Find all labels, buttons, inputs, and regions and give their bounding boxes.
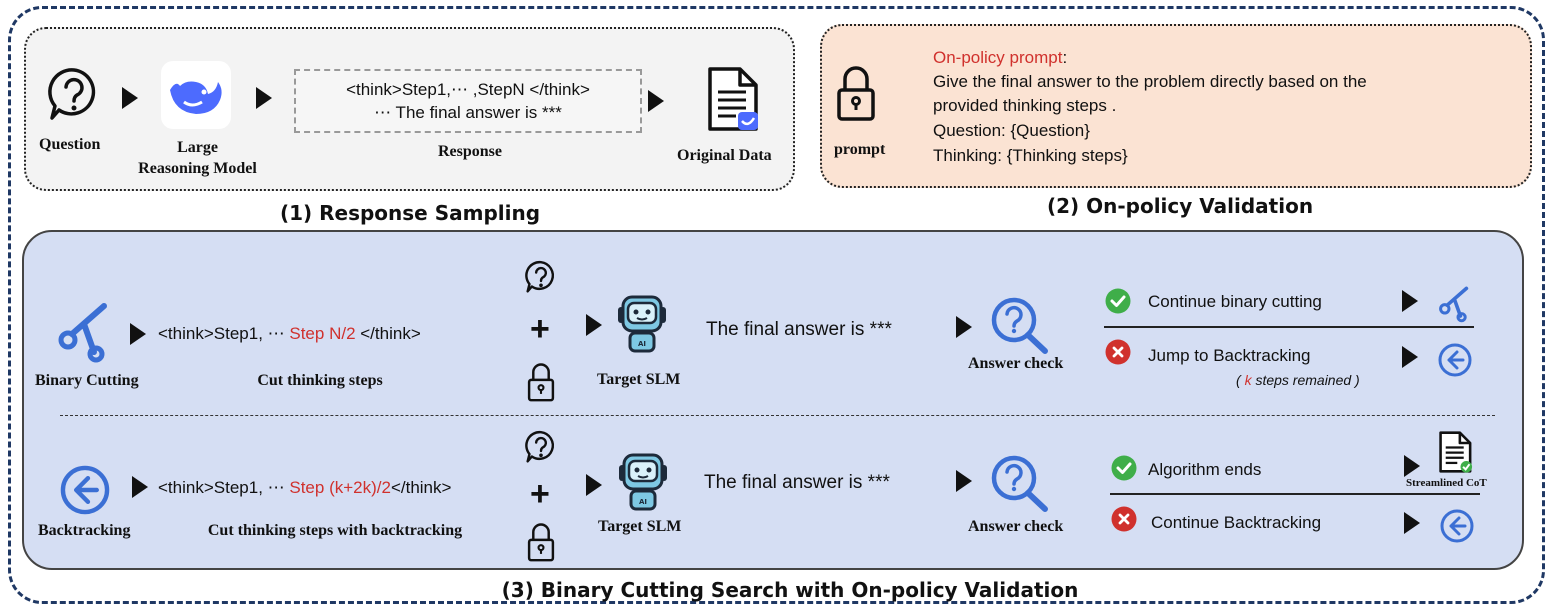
row2-steps-prefix: <think>Step1, ⋯ — [158, 478, 290, 497]
row2-arrow-2 — [586, 474, 602, 496]
row2-magnifier-icon — [991, 455, 1048, 512]
row2-check-label: Answer check — [968, 518, 1064, 535]
binary-cutting-search-caption: (3) Binary Cutting Search with On-policy… — [501, 578, 1079, 602]
row1-check-icon — [1105, 288, 1131, 314]
on-policy-validation-panel — [820, 24, 1532, 188]
row1-check-label: Answer check — [968, 355, 1064, 372]
prompt-title: On-policy prompt — [933, 48, 1063, 67]
binary-cutting-label: Binary Cutting — [35, 372, 139, 389]
question-label: Question — [39, 136, 101, 153]
row2-success-text: Algorithm ends — [1148, 460, 1262, 479]
backtracking-icon — [60, 465, 110, 515]
lrm-label-line2: Reasoning Model — [138, 160, 257, 177]
row2-steps: <think>Step1, ⋯ Step (k+2k)/2</think> — [158, 478, 451, 498]
row1-steps-highlight: Step N/2 — [289, 324, 356, 343]
row2-arrow-1 — [132, 476, 148, 498]
svg-text:AI: AI — [639, 498, 647, 506]
row-divider — [60, 415, 1495, 416]
row1-plus: + — [530, 310, 550, 348]
response-sampling-caption: (1) Response Sampling — [279, 201, 541, 225]
on-policy-validation-caption: (2) On-policy Validation — [1046, 194, 1314, 218]
arrow-2 — [256, 87, 272, 109]
row2-fail-text: Continue Backtracking — [1151, 513, 1322, 532]
prompt-line1: Give the final answer to the problem dir… — [933, 72, 1367, 91]
row2-arrow-3 — [956, 470, 972, 492]
row1-robot-icon: AI — [618, 295, 666, 353]
row1-question-icon — [525, 260, 554, 293]
row1-note: ( k steps remained ) — [1236, 372, 1360, 388]
row2-check-icon — [1111, 455, 1137, 481]
row2-steps-label: Cut thinking steps with backtracking — [207, 522, 463, 539]
row1-separator — [1104, 326, 1474, 328]
row1-back-arrow-icon — [1438, 343, 1472, 377]
prompt-line3: Question: {Question} — [933, 121, 1090, 140]
arrow-3 — [648, 90, 664, 112]
row1-cross-icon — [1105, 339, 1131, 365]
row1-arrow-3 — [956, 316, 972, 338]
outer-frame — [8, 6, 1545, 604]
response-label: Response — [437, 143, 502, 160]
lock-icon — [837, 66, 875, 121]
row2-robot-icon: AI — [619, 453, 667, 511]
row1-magnifier-icon — [991, 297, 1048, 354]
prompt-line2: provided thinking steps . — [933, 96, 1117, 115]
response-line1: <think>Step1,⋯ ,StepN </think> — [346, 80, 590, 99]
row2-plus: + — [530, 475, 550, 513]
row2-separator — [1110, 493, 1480, 495]
row1-success-text: Continue binary cutting — [1148, 292, 1322, 311]
row2-lock-icon — [527, 523, 555, 562]
response-sampling-panel — [24, 27, 795, 191]
svg-text:AI: AI — [638, 340, 646, 348]
original-data-label: Original Data — [677, 147, 772, 164]
row2-cross-icon — [1111, 506, 1137, 532]
row1-arrow-2 — [586, 314, 602, 336]
row1-slm-label: Target SLM — [597, 371, 681, 388]
row2-back-arrow-icon — [1440, 509, 1474, 543]
response-box — [294, 69, 642, 133]
row1-note-rest: steps remained ) — [1251, 372, 1360, 388]
row2-fail-arrow — [1404, 512, 1420, 534]
row1-steps: <think>Step1, ⋯ Step N/2 </think> — [158, 324, 421, 344]
scissors-icon — [58, 303, 107, 363]
row1-steps-prefix: <think>Step1, ⋯ — [158, 324, 290, 343]
prompt-colon: : — [1062, 48, 1068, 67]
row1-arrow-1 — [130, 323, 146, 345]
row2-success-arrow — [1404, 455, 1420, 477]
prompt-icon-label: prompt — [834, 141, 886, 158]
row1-fail-arrow — [1402, 346, 1418, 368]
row1-answer-text: The final answer is *** — [706, 319, 892, 340]
row2-slm-label: Target SLM — [598, 518, 682, 535]
streamlined-cot-label: Streamlined CoT — [1406, 477, 1487, 489]
prompt-line4: Thinking: {Thinking steps} — [933, 146, 1128, 165]
row1-note-open: ( — [1236, 372, 1245, 388]
row1-fail-text: Jump to Backtracking — [1148, 346, 1311, 365]
row1-lock-icon — [527, 363, 555, 402]
backtracking-label: Backtracking — [38, 522, 131, 539]
row1-scissors-small-icon — [1439, 286, 1469, 323]
binary-cutting-search-panel — [22, 230, 1524, 570]
prompt-title-line: On-policy prompt: — [933, 48, 1067, 68]
row2-question-icon — [525, 430, 554, 463]
row1-steps-suffix: </think> — [355, 324, 421, 343]
row2-steps-suffix: </think> — [390, 478, 452, 497]
row1-note-k: k — [1244, 372, 1252, 388]
row2-steps-highlight: Step (k+2k)/2 — [289, 478, 391, 497]
lrm-label-line1: Large — [177, 139, 218, 156]
row1-success-arrow — [1402, 290, 1418, 312]
question-icon — [48, 68, 96, 120]
response-line2: ⋯ The final answer is *** — [374, 103, 562, 122]
arrow-1 — [122, 87, 138, 109]
document-icon — [708, 67, 758, 131]
streamlined-cot-icon — [1439, 431, 1473, 473]
whale-logo-icon — [170, 81, 222, 114]
row1-steps-label: Cut thinking steps — [257, 372, 383, 389]
row2-answer-text: The final answer is *** — [704, 472, 890, 493]
